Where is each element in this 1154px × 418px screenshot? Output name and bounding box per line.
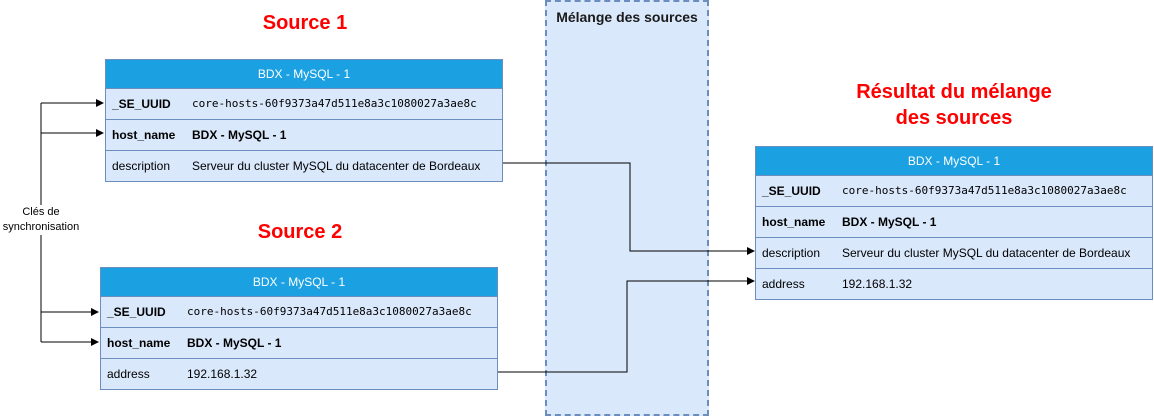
table-row: address 192.168.1.32 <box>756 269 1152 299</box>
row-value: core-hosts-60f9373a47d511e8a3c1080027a3a… <box>187 305 472 318</box>
row-key: address <box>107 367 150 381</box>
row-value: BDX - MySQL - 1 <box>187 336 282 350</box>
row-key: host_name <box>112 128 176 142</box>
result-heading-line1: Résultat du mélange <box>856 81 1052 103</box>
table-row: _SE_UUID core-hosts-60f9373a47d511e8a3c1… <box>101 297 497 328</box>
row-value: core-hosts-60f9373a47d511e8a3c1080027a3a… <box>842 184 1127 197</box>
row-key: description <box>112 159 171 173</box>
table-row: description Serveur du cluster MySQL du … <box>756 238 1152 269</box>
table-row: _SE_UUID core-hosts-60f9373a47d511e8a3c1… <box>756 176 1152 207</box>
source2-table: BDX - MySQL - 1 _SE_UUID core-hosts-60f9… <box>100 267 498 390</box>
source2-heading: Source 2 <box>257 221 343 243</box>
row-value: Serveur du cluster MySQL du datacenter d… <box>192 159 481 173</box>
description-flow-arrow <box>503 162 755 255</box>
row-value: BDX - MySQL - 1 <box>192 128 287 142</box>
source1-table-title: BDX - MySQL - 1 <box>106 60 502 89</box>
table-row: address 192.168.1.32 <box>101 359 497 389</box>
row-key: host_name <box>107 336 171 350</box>
row-key: description <box>762 246 821 260</box>
row-key: host_name <box>762 215 826 229</box>
row-value: BDX - MySQL - 1 <box>842 215 937 229</box>
row-key: _SE_UUID <box>762 184 821 198</box>
result-table-title: BDX - MySQL - 1 <box>756 147 1152 176</box>
row-value: Serveur du cluster MySQL du datacenter d… <box>842 246 1131 260</box>
row-value: 192.168.1.32 <box>187 367 258 381</box>
table-row: host_name BDX - MySQL - 1 <box>756 207 1152 238</box>
table-row: host_name BDX - MySQL - 1 <box>101 328 497 359</box>
source1-heading: Source 1 <box>262 12 348 34</box>
row-value: 192.168.1.32 <box>842 277 913 291</box>
table-row: _SE_UUID core-hosts-60f9373a47d511e8a3c1… <box>106 89 502 120</box>
source1-table: BDX - MySQL - 1 _SE_UUID core-hosts-60f9… <box>105 59 503 182</box>
address-flow-arrow <box>498 277 755 373</box>
result-heading: Résultat du mélange des sources <box>804 79 1104 131</box>
row-value: core-hosts-60f9373a47d511e8a3c1080027a3a… <box>192 97 477 110</box>
row-key: _SE_UUID <box>112 97 171 111</box>
row-key: _SE_UUID <box>107 305 166 319</box>
table-row: description Serveur du cluster MySQL du … <box>106 151 502 181</box>
sync-keys-label: Clés de synchronisation <box>0 205 82 235</box>
table-row: host_name BDX - MySQL - 1 <box>106 120 502 151</box>
merge-zone-title: Mélange des sources <box>556 9 698 25</box>
result-heading-line2: des sources <box>895 107 1013 129</box>
result-table: BDX - MySQL - 1 _SE_UUID core-hosts-60f9… <box>755 146 1153 300</box>
source2-table-title: BDX - MySQL - 1 <box>101 268 497 297</box>
row-key: address <box>762 277 805 291</box>
